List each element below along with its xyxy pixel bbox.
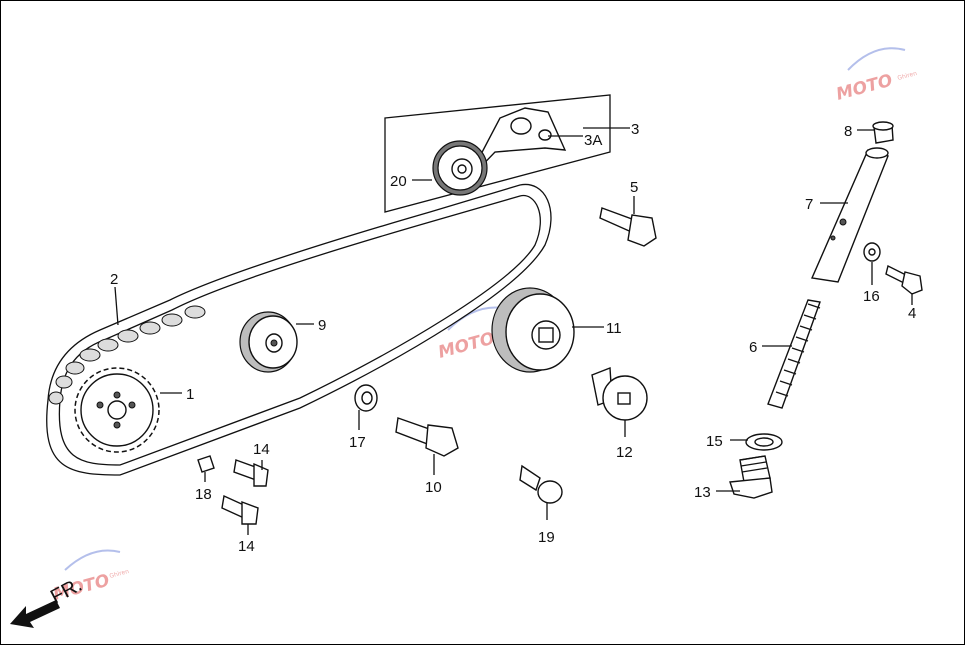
part-14-bolt-upper — [233, 459, 269, 487]
part-18-dowel-pin — [197, 455, 215, 473]
label-part-18: 18 — [195, 486, 212, 503]
part-4-bolt — [885, 264, 923, 295]
label-part-14-upper: 14 — [253, 441, 270, 458]
watermark-text: MOTO — [834, 71, 895, 105]
part-20-tensioner-sprocket — [432, 140, 488, 196]
part-2-cam-chain — [46, 183, 552, 476]
label-part-4: 4 — [908, 305, 916, 322]
label-part-16: 16 — [863, 288, 880, 305]
leader-lines — [114, 127, 913, 535]
label-part-5: 5 — [630, 179, 638, 196]
label-part-3: 3 — [631, 121, 639, 138]
label-part-17: 17 — [349, 434, 366, 451]
label-part-3a: 3A — [584, 132, 602, 149]
label-part-12: 12 — [616, 444, 633, 461]
part-7-tensioner-body — [810, 147, 889, 283]
label-part-6: 6 — [749, 339, 757, 356]
label-part-19: 19 — [538, 529, 555, 546]
part-9-chain-guide-roller — [239, 311, 298, 373]
front-direction-arrow — [10, 600, 60, 628]
part-12-pivot-bolt — [591, 367, 648, 421]
part-19-plug-bolt — [519, 464, 563, 504]
label-part-11: 11 — [606, 320, 622, 337]
part-13-plug-bolt — [729, 455, 773, 499]
part-1-crank-sprocket — [74, 367, 160, 453]
watermark-top-right: MOTO Ghiren — [834, 47, 918, 105]
watermark-small-text: Ghiren — [109, 568, 130, 580]
part-8-cap — [872, 121, 894, 144]
part-15-sealing-washer — [745, 433, 783, 451]
part-3-tensioner-arm — [439, 107, 567, 181]
tensioner-inset-box — [384, 94, 611, 213]
label-part-14-lower: 14 — [238, 538, 255, 555]
part-16-washer — [863, 242, 881, 262]
part-labels: 1 2 3 3A 4 5 6 7 8 9 10 11 12 13 14 14 1… — [110, 121, 916, 555]
part-17-washer — [354, 384, 378, 412]
label-part-8: 8 — [844, 123, 852, 140]
label-part-20: 20 — [390, 173, 407, 190]
part-5-bolt — [599, 207, 657, 247]
part-10-bolt — [395, 417, 459, 457]
label-part-1: 1 — [186, 386, 194, 403]
label-part-9: 9 — [318, 317, 326, 334]
watermark-text: MOTO — [436, 329, 497, 363]
part-6-spring — [767, 299, 821, 409]
label-part-7: 7 — [805, 196, 813, 213]
part-11-chain-roller — [491, 287, 575, 373]
part-14-bolt-lower — [221, 494, 259, 525]
label-part-15: 15 — [706, 433, 723, 450]
label-part-2: 2 — [110, 271, 118, 288]
watermark-small-text: Ghiren — [897, 70, 918, 82]
label-part-13: 13 — [694, 484, 711, 501]
label-part-10: 10 — [425, 479, 442, 496]
